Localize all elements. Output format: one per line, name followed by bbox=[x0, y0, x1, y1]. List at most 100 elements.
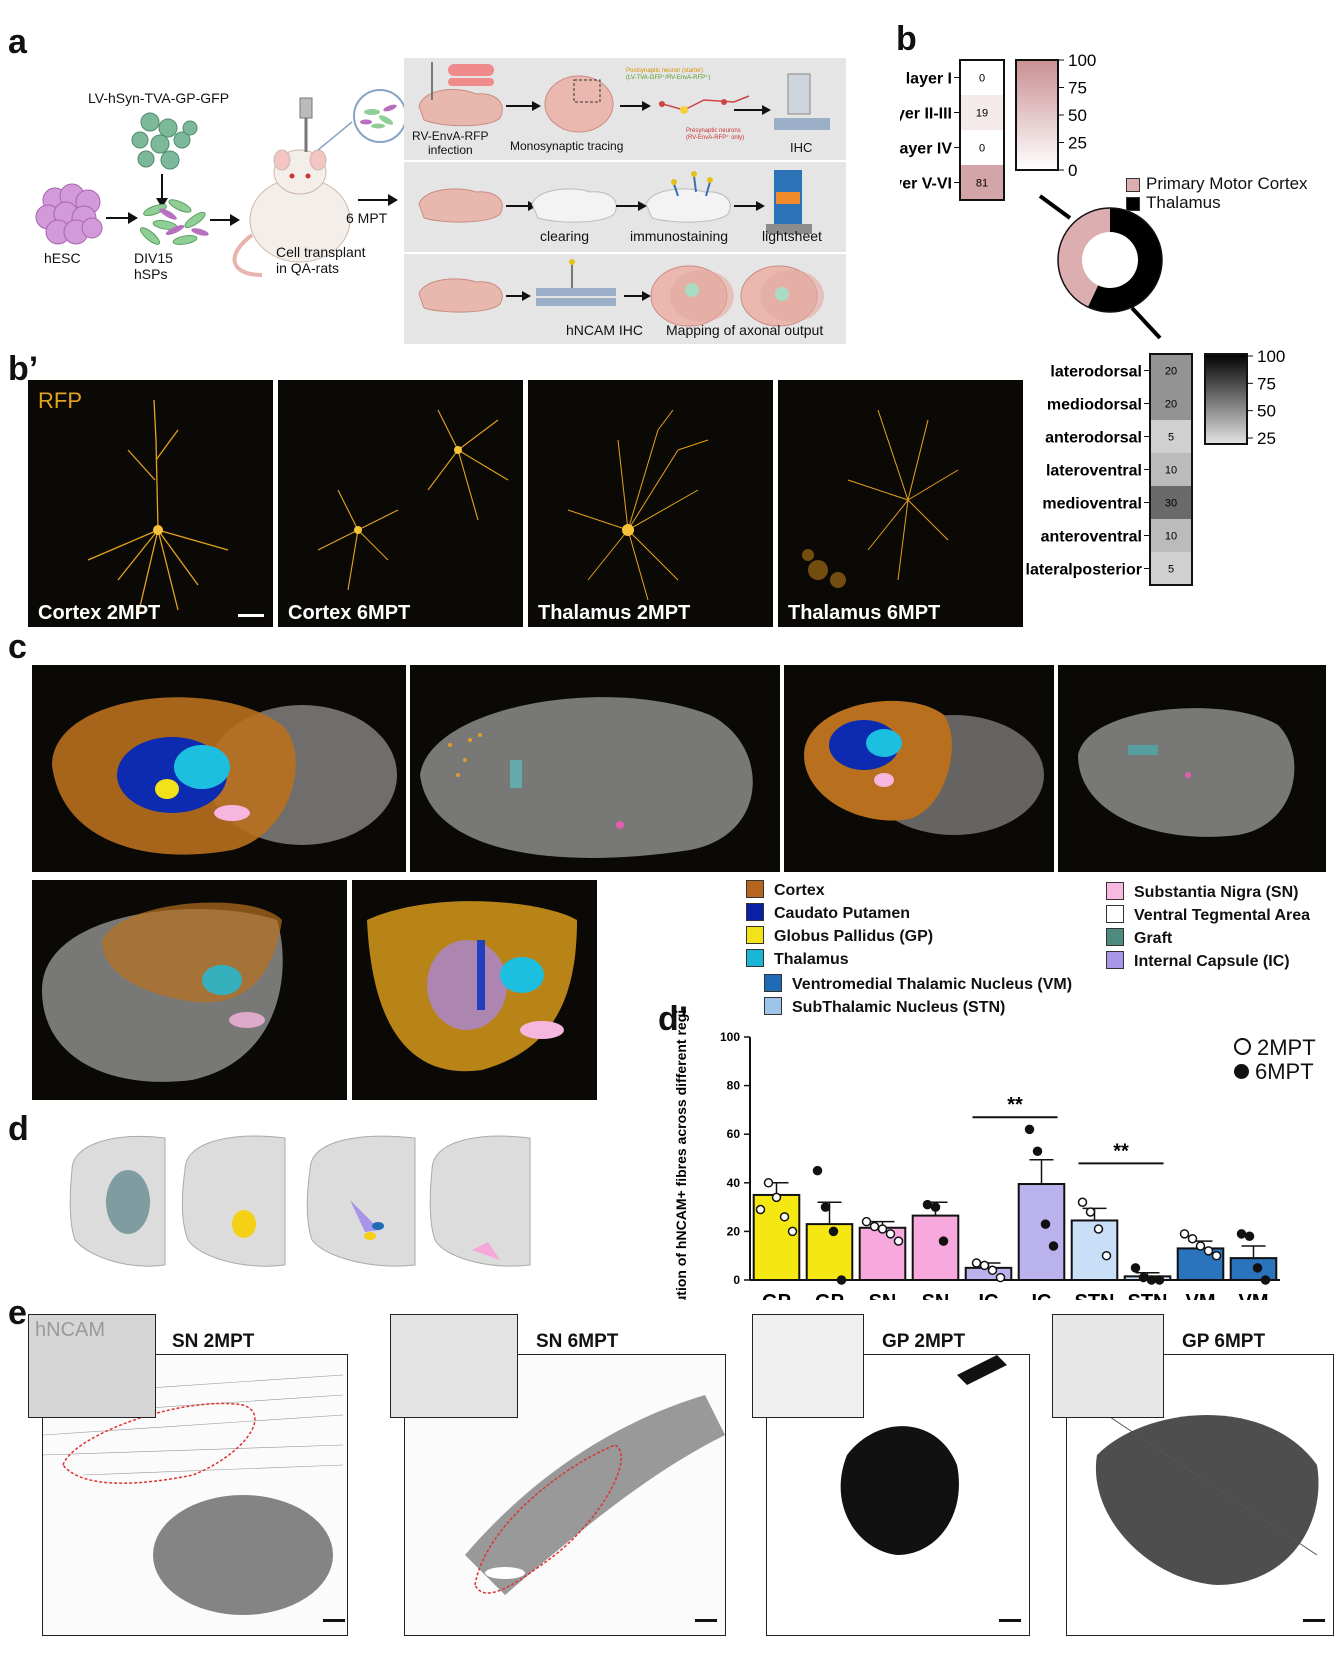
x-tick-labels: GPGPSNSNICICSTNSTNVMVM bbox=[762, 1291, 1268, 1300]
x-tick-label: IC bbox=[979, 1291, 999, 1300]
hncam-inset-sn-2mpt: hNCAM bbox=[28, 1314, 156, 1418]
tracing-illustration bbox=[418, 62, 830, 133]
vector-label: LV-hSyn-TVA-GP-GFP bbox=[88, 90, 230, 106]
scale-tick-label: 50 bbox=[1257, 402, 1276, 421]
legend-graft: Graft bbox=[1106, 928, 1172, 948]
scale-tick-label: 25 bbox=[1257, 429, 1276, 448]
coronal-section-1 bbox=[69, 1135, 166, 1267]
neuron-drawing bbox=[567, 409, 709, 601]
data-point bbox=[1211, 1250, 1222, 1261]
lightsheet-illustration bbox=[418, 170, 812, 234]
hncam-label: hNCAM bbox=[35, 1319, 106, 1341]
heatmap-cell bbox=[1150, 519, 1192, 552]
image-label: GP 2MPT bbox=[882, 1331, 966, 1352]
data-point bbox=[1236, 1229, 1247, 1239]
row-label: layer II-III bbox=[900, 106, 952, 123]
data-point bbox=[1187, 1233, 1198, 1244]
data-point bbox=[995, 1272, 1006, 1283]
data-point bbox=[861, 1216, 872, 1227]
immunostaining-label: immunostaining bbox=[630, 228, 729, 244]
row-label: lateralposterior bbox=[1026, 562, 1142, 579]
rfp-label: RFP bbox=[38, 388, 82, 413]
y-tick-label: 0 bbox=[733, 1273, 740, 1287]
open-circle-icon bbox=[1234, 1038, 1251, 1055]
row-label: medioventral bbox=[1042, 496, 1142, 513]
data-point bbox=[1085, 1207, 1096, 1217]
heatmap-value: 10 bbox=[1165, 531, 1177, 543]
heatmap-value: 30 bbox=[1165, 498, 1177, 510]
heatmap-cell bbox=[1150, 453, 1192, 486]
brain-3d-render bbox=[52, 697, 397, 855]
hncam-inset-sn-6mpt bbox=[390, 1314, 518, 1418]
scale-tick-label: 100 bbox=[1257, 347, 1285, 366]
lightsheet-image-3 bbox=[784, 665, 1054, 872]
workflow-row-tracing: RV-EnvA-RFP infection Monosynaptic traci… bbox=[404, 58, 846, 160]
rfp-image-cortex-6mpt: Cortex 6MPT bbox=[278, 380, 523, 627]
y-tick-label: 80 bbox=[727, 1079, 741, 1093]
heatmap-value: 20 bbox=[1165, 366, 1177, 378]
scale-tick-label: 0 bbox=[1068, 161, 1077, 180]
heatmap-value: 0 bbox=[979, 143, 985, 155]
scale-tick-label: 50 bbox=[1068, 106, 1087, 125]
legend-vm: Ventromedial Thalamic Nucleus (VM) bbox=[764, 974, 1072, 994]
heatmap-value: 10 bbox=[1165, 465, 1177, 477]
y-tick-label: 60 bbox=[727, 1127, 741, 1141]
brain-3d-render bbox=[42, 902, 283, 1082]
data-point bbox=[893, 1236, 904, 1246]
heatmap-cell bbox=[1150, 486, 1192, 519]
heatmap-value: 0 bbox=[979, 73, 985, 85]
data-point bbox=[1203, 1246, 1214, 1256]
panel-label-a: a bbox=[8, 23, 27, 61]
brain-3d-render bbox=[367, 901, 577, 1072]
starter-label-1: Postsynaptic neuron (starter) bbox=[626, 68, 704, 74]
rv-label-2: infection bbox=[428, 143, 473, 157]
data-point bbox=[1048, 1241, 1059, 1251]
scale-tick-label: 75 bbox=[1257, 374, 1276, 393]
workflow-row-lightsheet: clearing immunostaining lightsheet bbox=[404, 162, 846, 252]
hsps-label: hSPs bbox=[134, 266, 168, 282]
data-point bbox=[971, 1258, 982, 1268]
hncam-inset-gp-6mpt bbox=[1052, 1314, 1164, 1418]
image-label: Cortex 2MPT bbox=[38, 602, 161, 624]
starter-label-2: (LV-TVA-GFP⁺/RV-EnvA-RFP⁺) bbox=[626, 75, 711, 81]
data-point bbox=[877, 1224, 888, 1234]
presynaptic-label-1: Presynaptic neurons bbox=[686, 128, 741, 134]
scale-bar bbox=[695, 1619, 717, 1622]
heatmap-cell bbox=[1150, 387, 1192, 420]
legend-caudato-putamen: Caudato Putamen bbox=[746, 903, 910, 923]
legend-2mpt: 2MPT bbox=[1234, 1036, 1316, 1060]
rfp-image-cortex-2mpt: RFP Cortex 2MPT bbox=[28, 380, 273, 627]
x-tick-label: VM bbox=[1239, 1291, 1269, 1300]
legend-stn: SubThalamic Nucleus (STN) bbox=[764, 997, 1005, 1017]
ihc-label: IHC bbox=[790, 140, 813, 155]
data-point bbox=[1244, 1231, 1255, 1242]
data-point bbox=[836, 1275, 847, 1285]
color-scale-bar bbox=[1015, 59, 1059, 171]
heatmap-cell bbox=[1150, 552, 1192, 585]
fibre-density-drawing bbox=[1095, 1414, 1319, 1585]
data-point bbox=[1024, 1124, 1035, 1135]
scale-bar bbox=[323, 1619, 345, 1622]
div15-label: DIV15 bbox=[134, 250, 173, 266]
panel-label-b: b bbox=[896, 20, 917, 58]
mapping-illustration bbox=[418, 259, 824, 327]
data-point bbox=[1146, 1275, 1157, 1285]
image-label: SN 6MPT bbox=[536, 1331, 619, 1352]
donut-chart bbox=[1038, 194, 1163, 340]
legend-swatch bbox=[746, 903, 764, 921]
y-tick-label: 100 bbox=[720, 1030, 740, 1044]
data-point bbox=[755, 1204, 766, 1215]
legend-6mpt: 6MPT bbox=[1234, 1060, 1316, 1084]
data-point bbox=[987, 1265, 998, 1276]
hesc-label: hESC bbox=[44, 250, 81, 266]
legend-swatch bbox=[1106, 951, 1124, 969]
brain-3d-render bbox=[1078, 708, 1295, 837]
data-point bbox=[1252, 1263, 1263, 1273]
fibre-density-drawing bbox=[465, 1395, 725, 1595]
legend-swatch bbox=[746, 880, 764, 898]
mono-label: Monosynaptic tracing bbox=[510, 139, 624, 153]
legend-swatch bbox=[1126, 197, 1140, 211]
donut-slice-thalamus bbox=[1087, 208, 1162, 312]
data-point bbox=[812, 1165, 823, 1176]
panel-d-coronal-sections bbox=[69, 1135, 531, 1267]
